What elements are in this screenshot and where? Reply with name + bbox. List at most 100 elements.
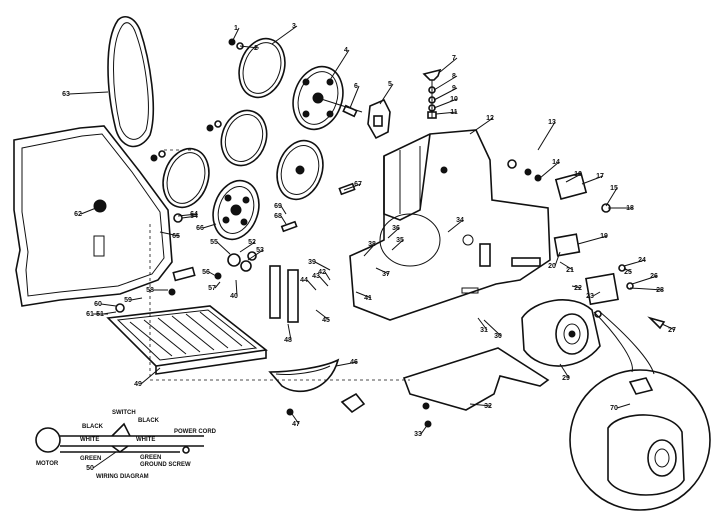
leader-line bbox=[315, 309, 330, 321]
part-number-label: 3 bbox=[292, 23, 296, 30]
wiring-green-right-label: GREEN bbox=[140, 455, 161, 461]
part-number-label: 12 bbox=[486, 115, 494, 122]
part-number-label: 2 bbox=[254, 45, 258, 52]
part-number-label: 17 bbox=[596, 173, 604, 180]
leader-line bbox=[239, 45, 260, 49]
part-number-label: 36 bbox=[392, 225, 400, 232]
leader-line bbox=[214, 281, 221, 289]
leader-line bbox=[387, 227, 400, 239]
leader-line bbox=[80, 207, 97, 215]
leader-line bbox=[435, 111, 458, 115]
leader-line bbox=[349, 85, 360, 109]
part-number-label: 39 bbox=[308, 259, 316, 266]
leader-line bbox=[216, 241, 231, 255]
part-number-label: 63 bbox=[62, 91, 70, 98]
part-number-label: 43 bbox=[312, 273, 320, 280]
leader-line bbox=[447, 219, 464, 233]
part-number-label: 22 bbox=[574, 285, 582, 292]
leader-line bbox=[314, 261, 331, 271]
part-number-label: 64 bbox=[190, 211, 198, 218]
leader-line bbox=[159, 231, 180, 237]
leader-line bbox=[68, 91, 109, 95]
leader-line bbox=[235, 279, 238, 297]
leader-line bbox=[631, 275, 658, 285]
blade-guide-bracket bbox=[367, 68, 442, 140]
part-number-label: 23 bbox=[586, 293, 594, 300]
leader-line bbox=[433, 98, 458, 109]
wiring-switch-label: SWITCH bbox=[112, 410, 136, 416]
leader-line bbox=[469, 403, 492, 407]
part-number-label: 10 bbox=[450, 96, 458, 103]
part-number-label: 38 bbox=[368, 241, 376, 248]
motor bbox=[521, 299, 601, 367]
part-number-label: 31 bbox=[480, 327, 488, 334]
leader-line bbox=[629, 287, 664, 291]
part-number-label: 68 bbox=[274, 213, 282, 220]
motor-mount-bracket bbox=[402, 347, 550, 428]
leader-line bbox=[208, 271, 217, 277]
tension-knob bbox=[286, 392, 366, 416]
part-number-label: 37 bbox=[382, 271, 390, 278]
part-number-label: 26 bbox=[650, 273, 658, 280]
part-number-label: 5 bbox=[388, 81, 392, 88]
wiring-white-left-label: WHITE bbox=[80, 437, 99, 443]
leader-line bbox=[247, 249, 264, 261]
leader-line bbox=[343, 183, 362, 191]
wiring-motor-label: MOTOR bbox=[36, 461, 59, 467]
leader-line bbox=[177, 213, 198, 217]
detail-circle bbox=[569, 311, 711, 511]
leader-line bbox=[202, 223, 217, 229]
part-number-label: 25 bbox=[624, 269, 632, 276]
part-number-label: 18 bbox=[626, 205, 634, 212]
leader-line bbox=[571, 285, 582, 289]
part-number-label: 41 bbox=[364, 295, 372, 302]
wiring-title: WIRING DIAGRAM bbox=[96, 474, 149, 480]
part-number-label: 14 bbox=[552, 159, 560, 166]
part-number-label: 52 bbox=[248, 239, 256, 246]
leader-line bbox=[181, 215, 198, 219]
wiring-white-right-label: WHITE bbox=[136, 437, 155, 443]
part-number-label: 50 bbox=[86, 465, 94, 472]
wiring-black-right-label: BLACK bbox=[138, 418, 160, 424]
leader-line bbox=[231, 27, 240, 43]
leader-line bbox=[355, 291, 372, 299]
part-number-label: 27 bbox=[668, 327, 676, 334]
part-number-label: 56 bbox=[202, 269, 210, 276]
leader-line bbox=[379, 83, 394, 105]
part-number-label: 60 bbox=[94, 301, 102, 308]
wiring-black-left-label: BLACK bbox=[82, 424, 104, 430]
leader-line bbox=[616, 403, 631, 409]
leader-line bbox=[439, 57, 458, 73]
part-number-label: 42 bbox=[318, 269, 326, 276]
left-wheel-cover bbox=[13, 125, 173, 307]
part-number-label: 7 bbox=[452, 55, 456, 62]
leader-line bbox=[291, 413, 300, 425]
leader-line bbox=[539, 161, 560, 179]
part-number-label: 4 bbox=[344, 47, 348, 54]
leader-line bbox=[469, 117, 494, 135]
leader-line bbox=[140, 367, 161, 385]
part-number-label: 6 bbox=[354, 83, 358, 90]
part-number-label: 44 bbox=[300, 277, 308, 284]
part-number-label: 49 bbox=[134, 381, 142, 388]
leader-line bbox=[375, 267, 390, 275]
leader-line bbox=[420, 423, 429, 435]
leader-line bbox=[130, 297, 143, 301]
part-number-label: 32 bbox=[484, 403, 492, 410]
part-number-label: 11 bbox=[450, 109, 458, 116]
main-frame bbox=[349, 129, 551, 321]
work-table bbox=[106, 305, 268, 375]
leader-line bbox=[559, 261, 574, 271]
part-number-label: 67 bbox=[354, 181, 362, 188]
leader-line bbox=[306, 279, 317, 291]
leader-line bbox=[565, 173, 582, 183]
part-number-label: 59 bbox=[124, 297, 132, 304]
leader-line bbox=[592, 291, 601, 297]
part-number-label: 54 bbox=[190, 213, 198, 220]
leader-line bbox=[433, 75, 458, 91]
wiring-green-left-label: GREEN bbox=[80, 456, 101, 462]
part-number-label: 53 bbox=[256, 247, 264, 254]
